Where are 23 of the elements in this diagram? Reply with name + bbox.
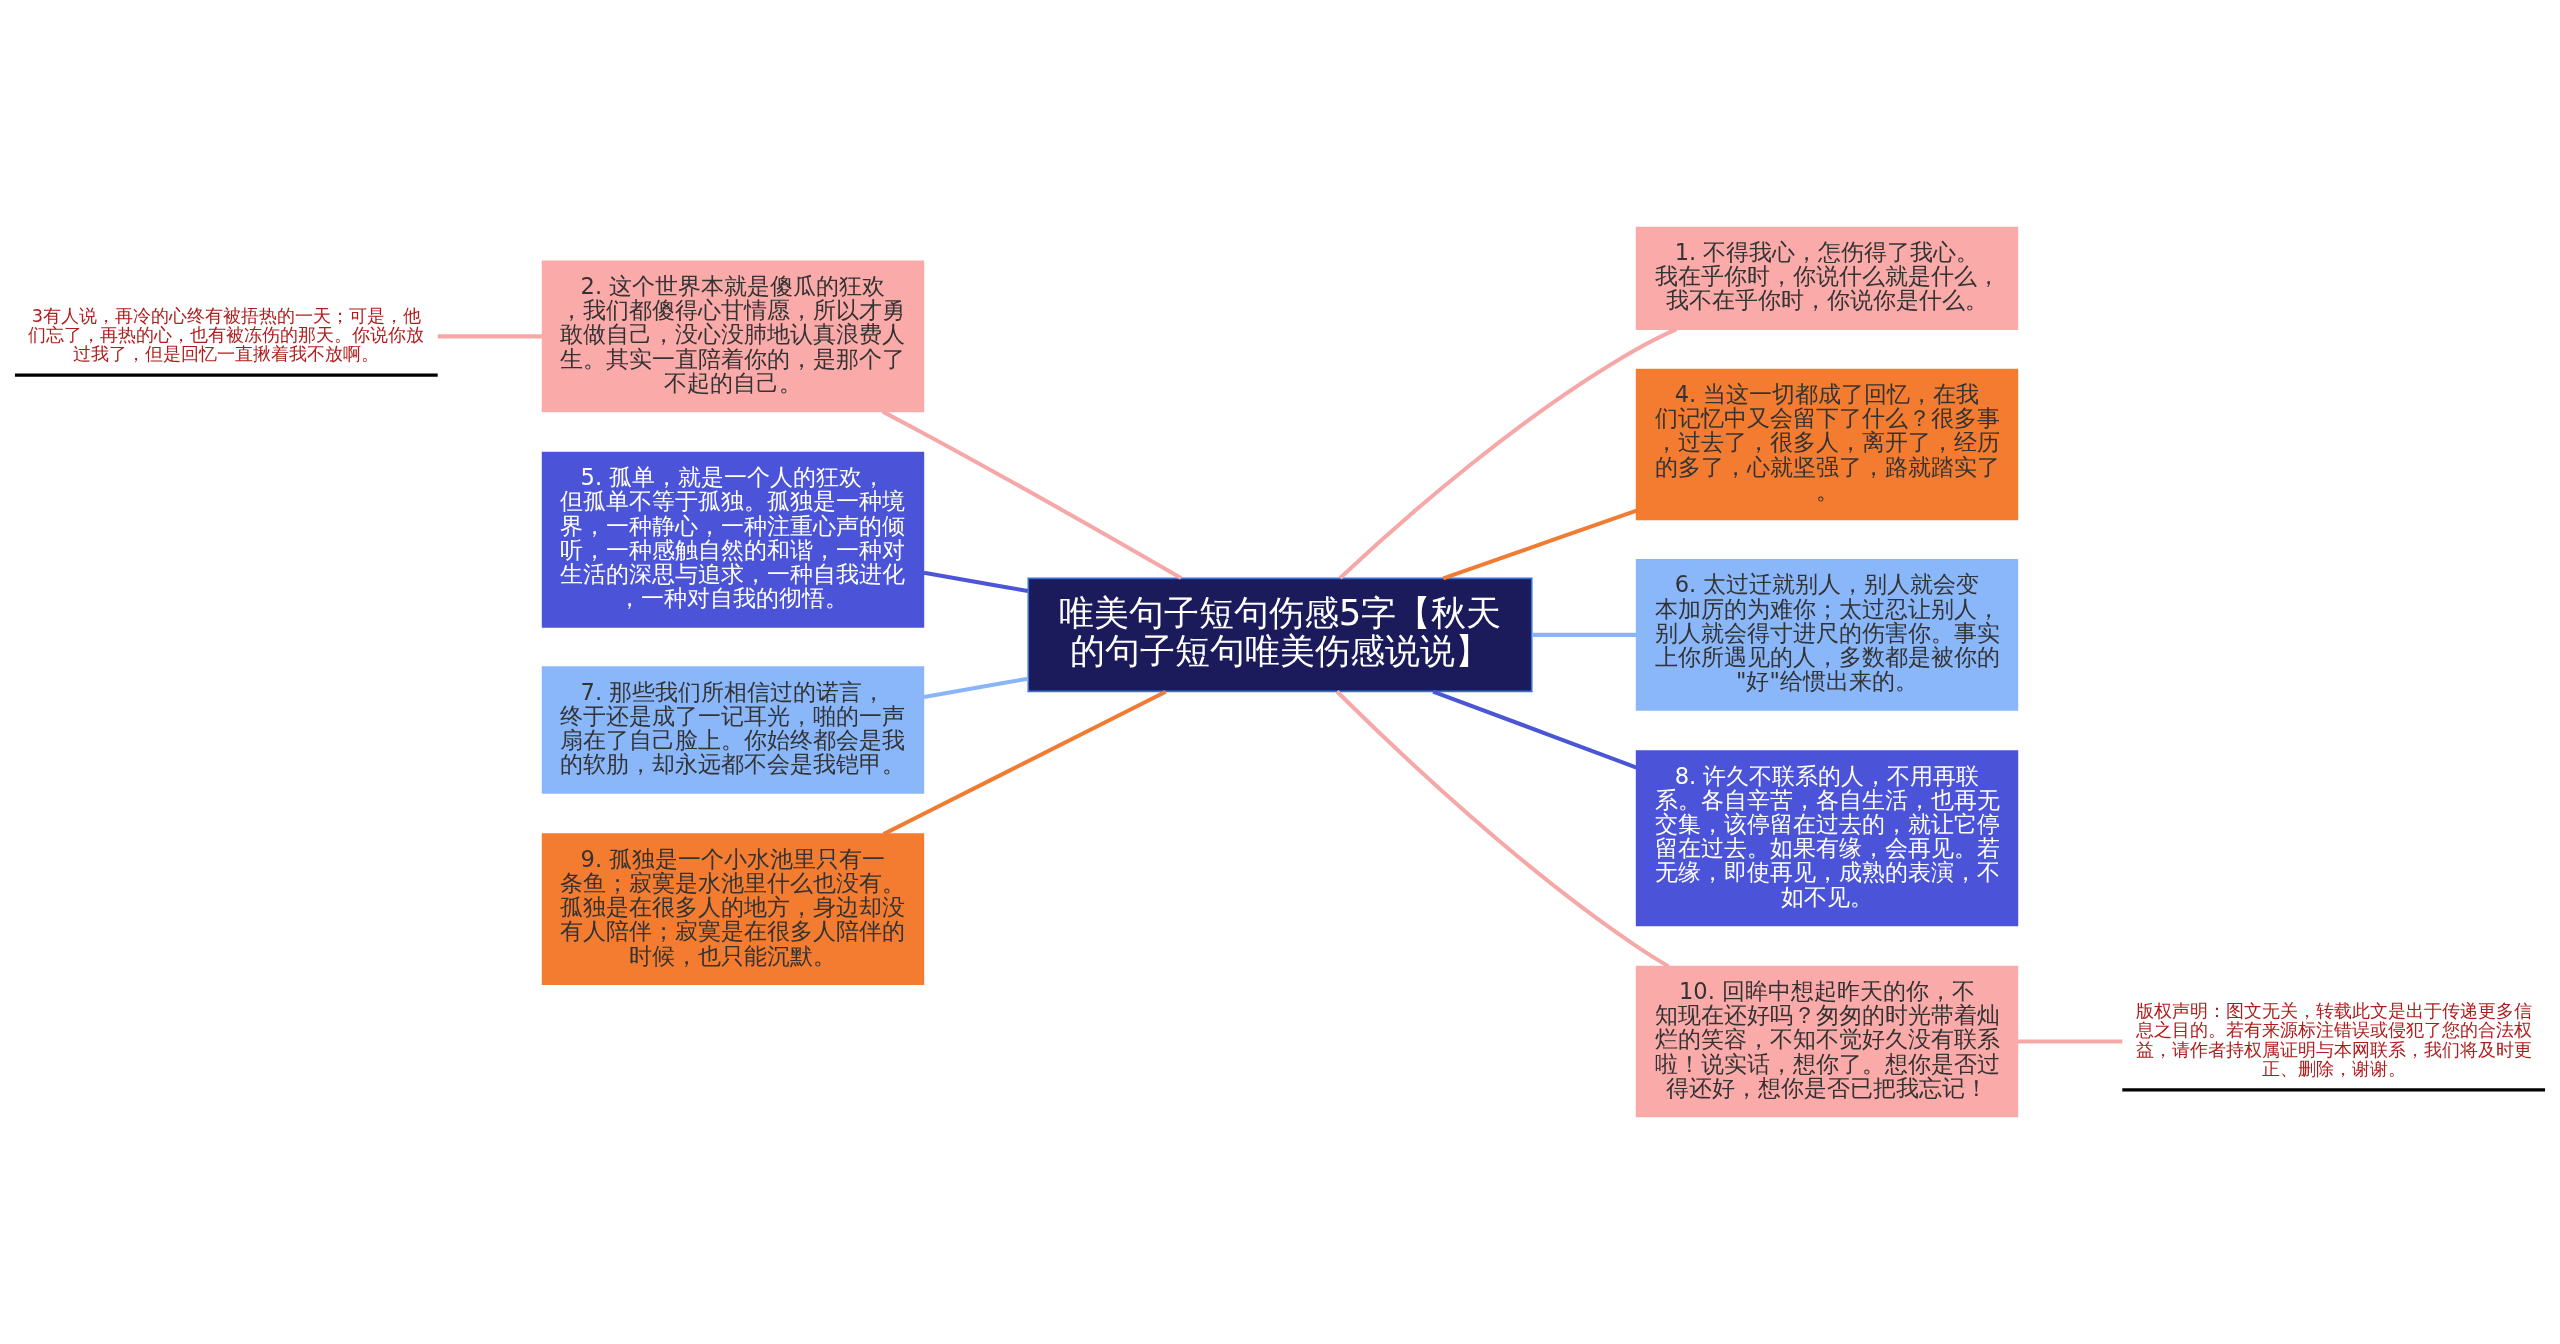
node-box: 9. 孤独是一个小水池里只有一条鱼；寂寞是水池里什么也没有。孤独是在很多人的地方，身边却没有人陪伴；寂寞是在很多人陪伴的时候，也只能沉默。 xyxy=(541,833,925,986)
connector xyxy=(437,334,542,339)
node-box: 1. 不得我心，怎伤得了我心。我在乎你时，你说什么就是什么，我不在乎你时，你说你是什么。 xyxy=(1635,226,2019,330)
connector xyxy=(1532,632,1637,637)
node-box: 2. 这个世界本就是傻瓜的狂欢，我们都傻得心甘情愿，所以才勇敢做自己，没心没肺地认真浪费人生。其实一直陪着你的，是那个了不起的自己。 xyxy=(541,260,925,413)
node-box: 5. 孤单，就是一个人的狂欢，但孤单不等于孤独。孤独是一种境界，一种静心，一种注重心声的倾听，一种感触自然的和谐，一种对生活的深思与追求，一种自我进化，一种对自我的彻悟。 xyxy=(541,451,925,628)
node-text: 版权声明：图文无关，转载此文是出于传递更多信息之目的。若有来源标注错误或侵犯了您的合法权益，请作者持权属证明与本网联系，我们将及时更正、删除，谢谢。 xyxy=(2135,1000,2532,1080)
node-box: 10. 回眸中想起昨天的你，不知现在还好吗？匆匆的时光带着灿烂的笑容，不知不觉好久没有联系啦！说实话，想你了。想你是否过得还好，想你是否已把我忘记！ xyxy=(1635,965,2019,1118)
connector xyxy=(1335,690,1670,969)
connector xyxy=(1442,508,1638,581)
node-box: 4. 当这一切都成了回忆，在我们记忆中又会留下了什么？很多事，过去了，很多人，离开了，经历的多了，心就坚强了，路就踏实了。 xyxy=(1635,368,2019,521)
node-box: 唯美句子短句伤感5字【秋天的句子短句唯美伤感说说】 xyxy=(1027,577,1533,693)
connector xyxy=(2017,1039,2123,1044)
connector xyxy=(882,689,1167,836)
node-box: 8. 许久不联系的人，不用再联系。各自辛苦，各自生活，也再无交集，该停留在过去的，就让它停留在过去。如果有缘，会再见。若无缘，即使再见，成熟的表演，不如不见。 xyxy=(1635,750,2019,927)
connector xyxy=(1432,689,1638,770)
node-box: 7. 那些我们所相信过的诺言，终于还是成了一记耳光，啪的一声扇在了自己脸上。你始终都会是我的软肋，却永远都不会是我铠甲。 xyxy=(541,666,925,794)
node-text: 3有人说，再冷的心终有被捂热的一天；可是，他们忘了，再热的心，也有被冻伤的那天。你说你放过我了，但是回忆一直揪着我不放啊。 xyxy=(28,305,425,365)
connector xyxy=(923,676,1029,699)
connector xyxy=(923,570,1029,594)
connector xyxy=(881,409,1183,580)
node-box: 6. 太过迁就别人，别人就会变本加厉的为难你；太过忍让别人，别人就会得寸进尺的伤害你。事实上你所遇见的人，多数都是被你的"好"给惯出来的。 xyxy=(1635,559,2019,711)
connector xyxy=(1338,327,1678,580)
